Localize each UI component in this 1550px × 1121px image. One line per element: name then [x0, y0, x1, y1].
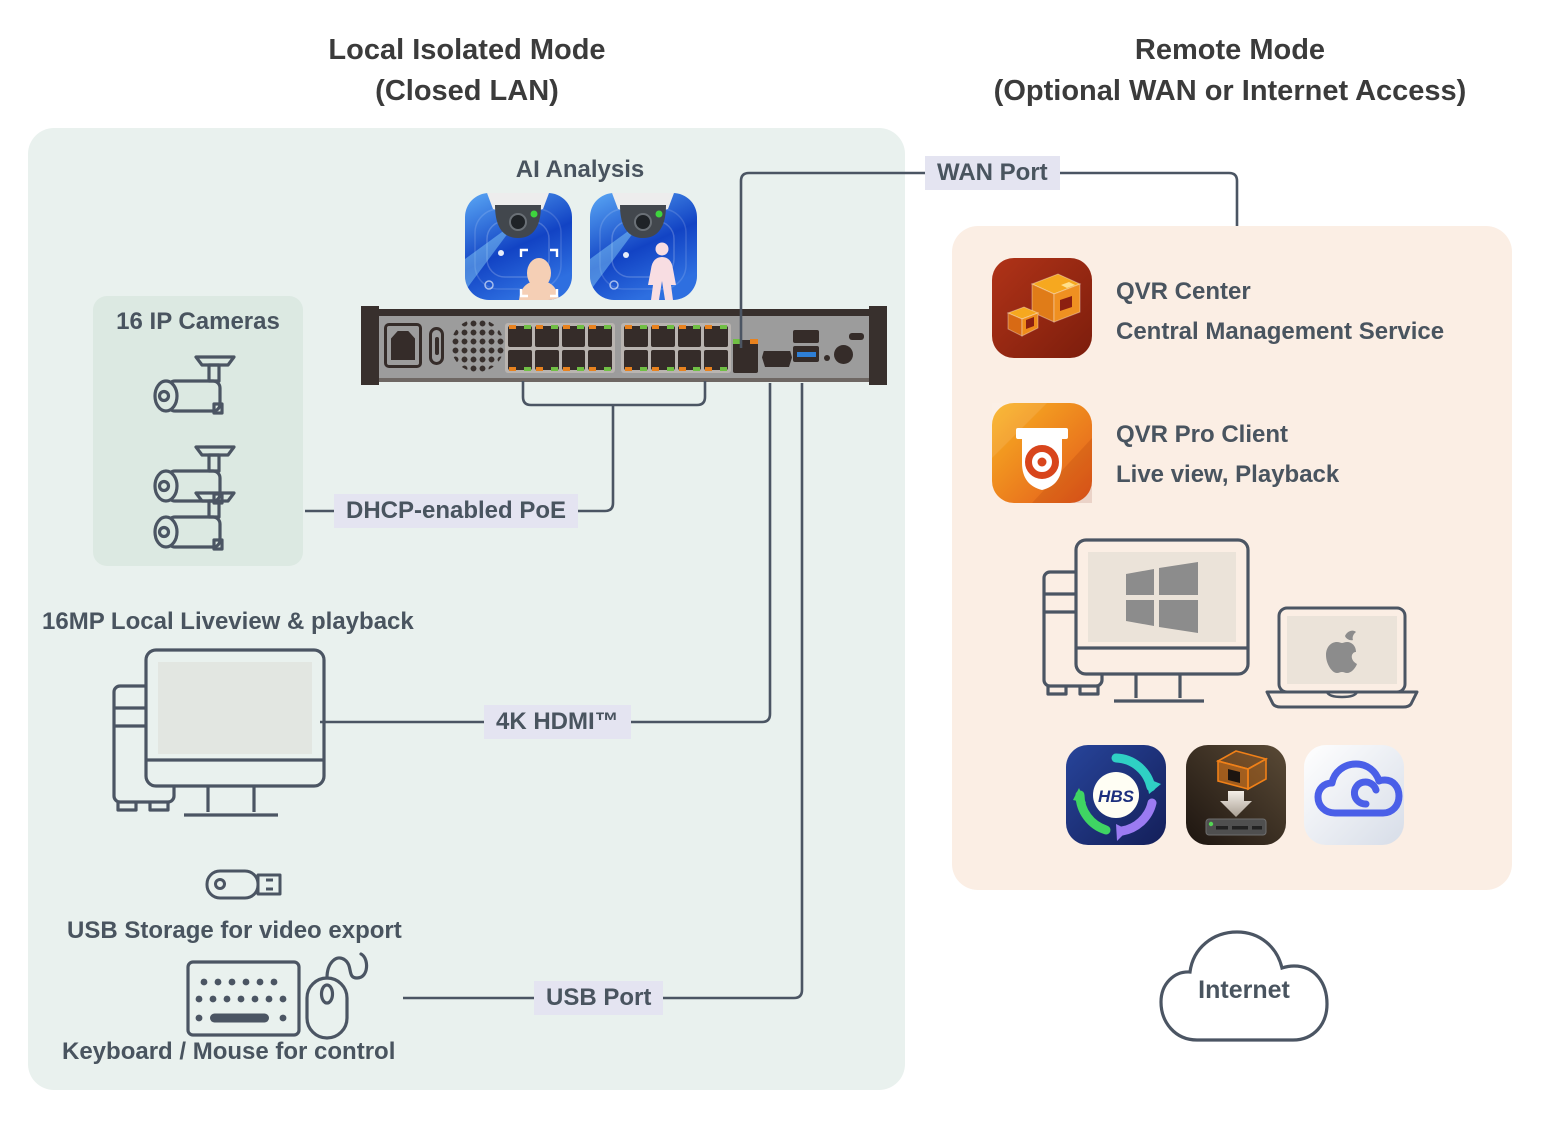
poe-ethernet-port: [561, 325, 586, 347]
internet-cloud-icon: [1159, 930, 1329, 1042]
poe-ethernet-port: [508, 349, 532, 371]
mouse-icon: [305, 952, 369, 1040]
usb3-blue-tab: [796, 351, 816, 357]
internet-label: Internet: [1198, 976, 1290, 1004]
cameras-box-label: 16 IP Cameras: [116, 308, 280, 335]
speaker-grille: [451, 319, 504, 372]
poe-ethernet-port: [534, 349, 559, 371]
nvr-bottom-strip: [363, 378, 885, 382]
ai-face-recognition-icon: [465, 193, 572, 300]
poe-ethernet-port: [677, 325, 702, 347]
power-switch: [434, 337, 439, 355]
keyboard-mouse-caption: Keyboard / Mouse for control: [62, 1038, 396, 1065]
poe-ethernet-port: [508, 325, 532, 347]
liveview-caption: 16MP Local Liveview & playback: [42, 608, 414, 635]
qvr-center-title: QVR Center: [1116, 278, 1251, 305]
windows-desktop-icon: [1042, 538, 1250, 703]
local-mode-title: Local Isolated Mode (Closed LAN): [117, 30, 817, 112]
keyboard-icon: [186, 960, 301, 1037]
recording-backup-app-icon: [1186, 745, 1286, 845]
usb-storage-caption: USB Storage for video export: [67, 917, 402, 944]
poe-port-block-2: [621, 323, 731, 373]
nvr-top-strip: [363, 309, 885, 316]
remote-mode-title-line1: Remote Mode: [1134, 34, 1326, 66]
hdmi-label: 4K HDMI™: [484, 705, 631, 739]
usb3-port: [793, 346, 819, 362]
local-mode-title-line1: Local Isolated Mode: [328, 34, 606, 66]
usb-flash-drive-icon: [205, 869, 282, 900]
kensington-slot: [849, 333, 864, 340]
dhcp-poe-label: DHCP-enabled PoE: [334, 494, 579, 528]
bullet-camera-icon: [153, 491, 236, 551]
power-pin: [391, 331, 415, 360]
poe-ethernet-port: [650, 325, 675, 347]
remote-mode-title: Remote Mode (Optional WAN or Internet Ac…: [880, 30, 1550, 112]
hybrid-backup-sync-app-icon: HBS: [1066, 745, 1166, 845]
qvr-center-subtitle: Central Management Service: [1116, 318, 1445, 345]
poe-ethernet-port: [624, 325, 648, 347]
poe-ethernet-port: [561, 349, 586, 371]
nvr-right-bezel: [869, 306, 887, 385]
poe-ethernet-port: [650, 349, 675, 371]
poe-ethernet-port: [624, 349, 648, 371]
ai-people-detection-icon: [590, 193, 697, 300]
usb2-port: [793, 330, 819, 343]
ai-analysis-label: AI Analysis: [515, 156, 645, 183]
nvr-device: [361, 306, 887, 385]
local-mode-title-line2: (Closed LAN): [375, 75, 559, 107]
poe-ethernet-port: [588, 349, 612, 371]
power-switch-slot: [429, 327, 444, 365]
myqnapcloud-app-icon: [1304, 745, 1404, 845]
ip-cameras-box: [93, 296, 303, 566]
usb-port-label: USB Port: [534, 981, 664, 1015]
poe-ethernet-port: [588, 325, 612, 347]
poe-ethernet-port: [677, 349, 702, 371]
qvr-pro-subtitle: Live view, Playback: [1116, 461, 1340, 488]
wan-ethernet-port: [733, 339, 758, 373]
power-inlet: [384, 323, 422, 368]
poe-port-block-1: [505, 323, 615, 373]
poe-ethernet-port: [704, 325, 728, 347]
usb-ports: [793, 330, 819, 362]
bullet-camera-icon: [153, 355, 236, 415]
qvr-center-app-icon: [992, 258, 1092, 358]
apple-laptop-icon: [1265, 606, 1419, 709]
nvr-left-bezel: [361, 306, 379, 385]
audio-jack: [834, 345, 853, 364]
hbs-badge-text: HBS: [1098, 787, 1135, 806]
qvr-pro-title: QVR Pro Client: [1116, 421, 1289, 448]
wan-port-label: WAN Port: [925, 156, 1060, 190]
qvr-pro-client-app-icon: [992, 403, 1092, 503]
desktop-computer-icon: [112, 648, 326, 817]
hdmi-port: [762, 351, 792, 367]
reset-pinhole: [824, 355, 830, 361]
poe-ethernet-port: [704, 349, 728, 371]
remote-mode-title-line2: (Optional WAN or Internet Access): [993, 75, 1467, 107]
poe-ethernet-port: [534, 325, 559, 347]
